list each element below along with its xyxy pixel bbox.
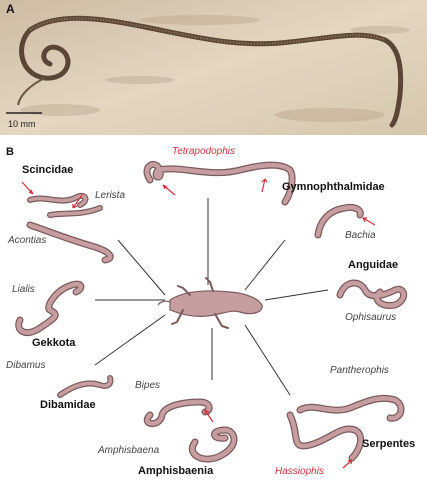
group-dibamidae: Dibamidae bbox=[40, 399, 96, 411]
taxon-lialis: Lialis bbox=[12, 284, 35, 295]
group-gekkota: Gekkota bbox=[32, 337, 76, 349]
rock-slab bbox=[0, 0, 427, 135]
group-gymnophthalmidae: Gymnophthalmidae bbox=[282, 181, 385, 193]
taxon-bachia: Bachia bbox=[345, 230, 376, 241]
scale-bar-label: 10 mm bbox=[8, 119, 36, 129]
dibamidae-figure: Dibamus Dibamidae bbox=[6, 360, 114, 411]
radiating-lines bbox=[94, 198, 329, 396]
panel-a-label: A bbox=[6, 2, 15, 16]
group-anguidae: Anguidae bbox=[348, 259, 398, 271]
group-amphisbaenia: Amphisbaenia bbox=[138, 465, 214, 477]
taxon-bipes: Bipes bbox=[135, 380, 160, 391]
taxon-acontias: Acontias bbox=[7, 235, 46, 246]
rock-texture bbox=[20, 15, 410, 122]
fossil-photo-panel: A 10 mm bbox=[0, 0, 427, 135]
gekkota-figure: Lialis Gekkota bbox=[12, 280, 85, 349]
group-scincidae: Scincidae bbox=[22, 164, 73, 176]
ancestral-lizard-icon bbox=[157, 277, 263, 329]
panel-b-label: B bbox=[6, 146, 14, 158]
body-form-diagram: B Tetrapodophis Scincidae Leris bbox=[6, 146, 415, 477]
fossil-skeleton bbox=[17, 15, 404, 128]
gymnophthalmidae-figure: Gymnophthalmidae Bachia bbox=[282, 181, 385, 241]
taxon-lerista: Lerista bbox=[95, 190, 125, 201]
serpentes-figure: Pantherophis Serpentes Hassiophis bbox=[275, 365, 415, 477]
taxon-ophisaurus: Ophisaurus bbox=[345, 312, 396, 323]
scincidae-figure: Scincidae Lerista Acontias bbox=[7, 164, 125, 264]
taxon-pantherophis: Pantherophis bbox=[330, 365, 389, 376]
taxon-amphisbaena: Amphisbaena bbox=[97, 445, 160, 456]
tetrapodophis-figure: Tetrapodophis bbox=[143, 146, 296, 206]
taxon-hassiophis: Hassiophis bbox=[275, 466, 324, 477]
group-serpentes: Serpentes bbox=[362, 438, 415, 450]
taxon-dibamus: Dibamus bbox=[6, 360, 45, 371]
amphisbaenia-figure: Bipes Amphisbaena Amphisbaenia bbox=[97, 380, 238, 477]
taxon-tetrapodophis: Tetrapodophis bbox=[172, 146, 235, 157]
anguidae-figure: Anguidae Ophisaurus bbox=[336, 259, 408, 323]
